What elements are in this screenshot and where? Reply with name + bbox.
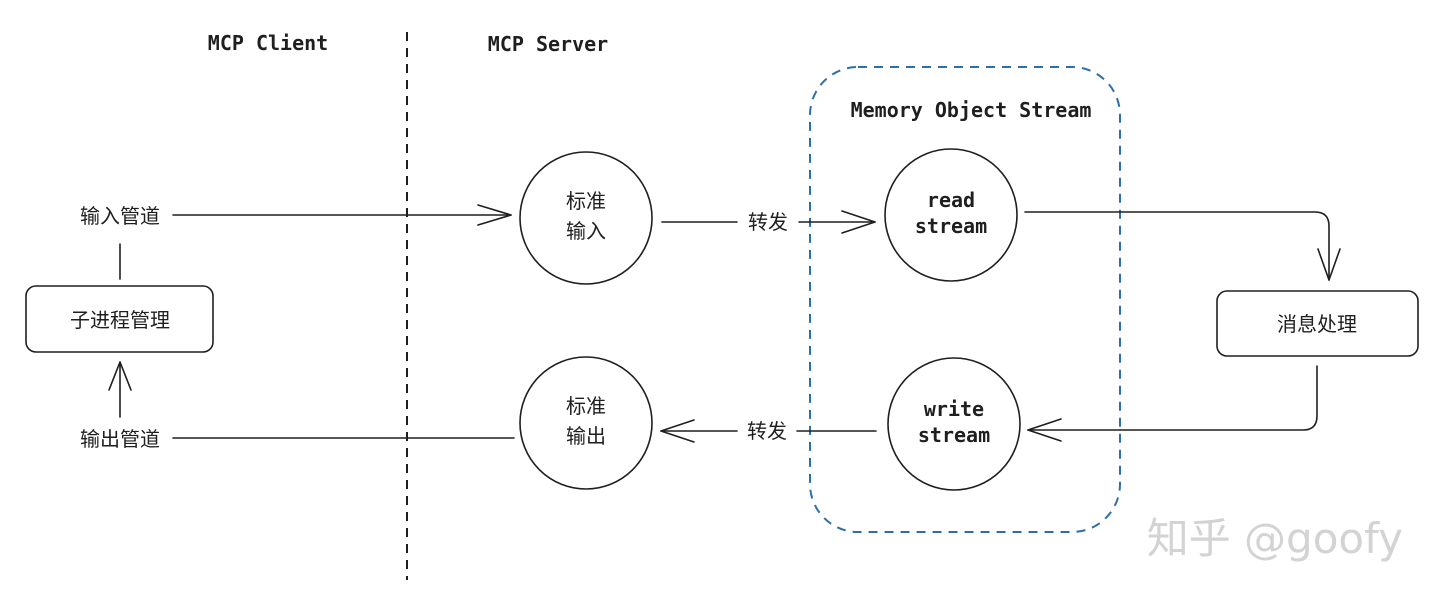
- forward-to-read-stream-arrowhead: [841, 210, 876, 234]
- read-stream-label-line-2: stream: [915, 214, 987, 238]
- memory-object-stream-group: [809, 66, 1121, 533]
- message-handler-box: [1216, 290, 1419, 357]
- message-handler-label: 消息处理: [1277, 312, 1357, 336]
- message-handler-to-write-stream-arrowhead: [1027, 418, 1062, 442]
- zhihu-watermark: 知乎 @goofy: [1147, 514, 1403, 563]
- forward-to-stdout-arrowhead: [660, 419, 695, 443]
- subprocess-manager-label: 子进程管理: [70, 308, 170, 332]
- mcp-client-header: MCP Client: [208, 31, 328, 55]
- subprocess-manager-box: [25, 285, 214, 353]
- stdin-label-line-1: 标准: [566, 189, 606, 213]
- read-stream-to-message-handler-arrowhead: [1317, 248, 1341, 281]
- stdout-label-line-2: 输出: [566, 424, 606, 448]
- write-stream-node: [887, 357, 1021, 491]
- stdin-label-line-2: 输入: [566, 219, 606, 243]
- input-pipe-label: 输入管道: [80, 204, 160, 228]
- mcp-server-header: MCP Server: [488, 32, 608, 56]
- forward-label-top: 转发: [748, 210, 788, 234]
- read-stream-node: [884, 148, 1018, 282]
- write-stream-label-line-2: stream: [918, 423, 990, 447]
- stdout-label-line-1: 标准: [566, 394, 606, 418]
- forward-label-bottom: 转发: [747, 419, 787, 443]
- read-stream-label-line-1: read: [927, 188, 975, 212]
- stdin-node: [519, 151, 653, 285]
- output-pipe-to-subprocess-arrowhead: [108, 361, 132, 391]
- memory-object-stream-title: Memory Object Stream: [851, 98, 1092, 122]
- message-handler-to-write-stream-line: [1027, 365, 1318, 431]
- read-stream-to-message-handler-line: [1024, 211, 1330, 281]
- input-pipe-to-stdin-arrowhead: [477, 204, 512, 226]
- output-pipe-label: 输出管道: [80, 427, 160, 451]
- stdout-node: [519, 356, 653, 490]
- write-stream-label-line-1: write: [924, 397, 984, 421]
